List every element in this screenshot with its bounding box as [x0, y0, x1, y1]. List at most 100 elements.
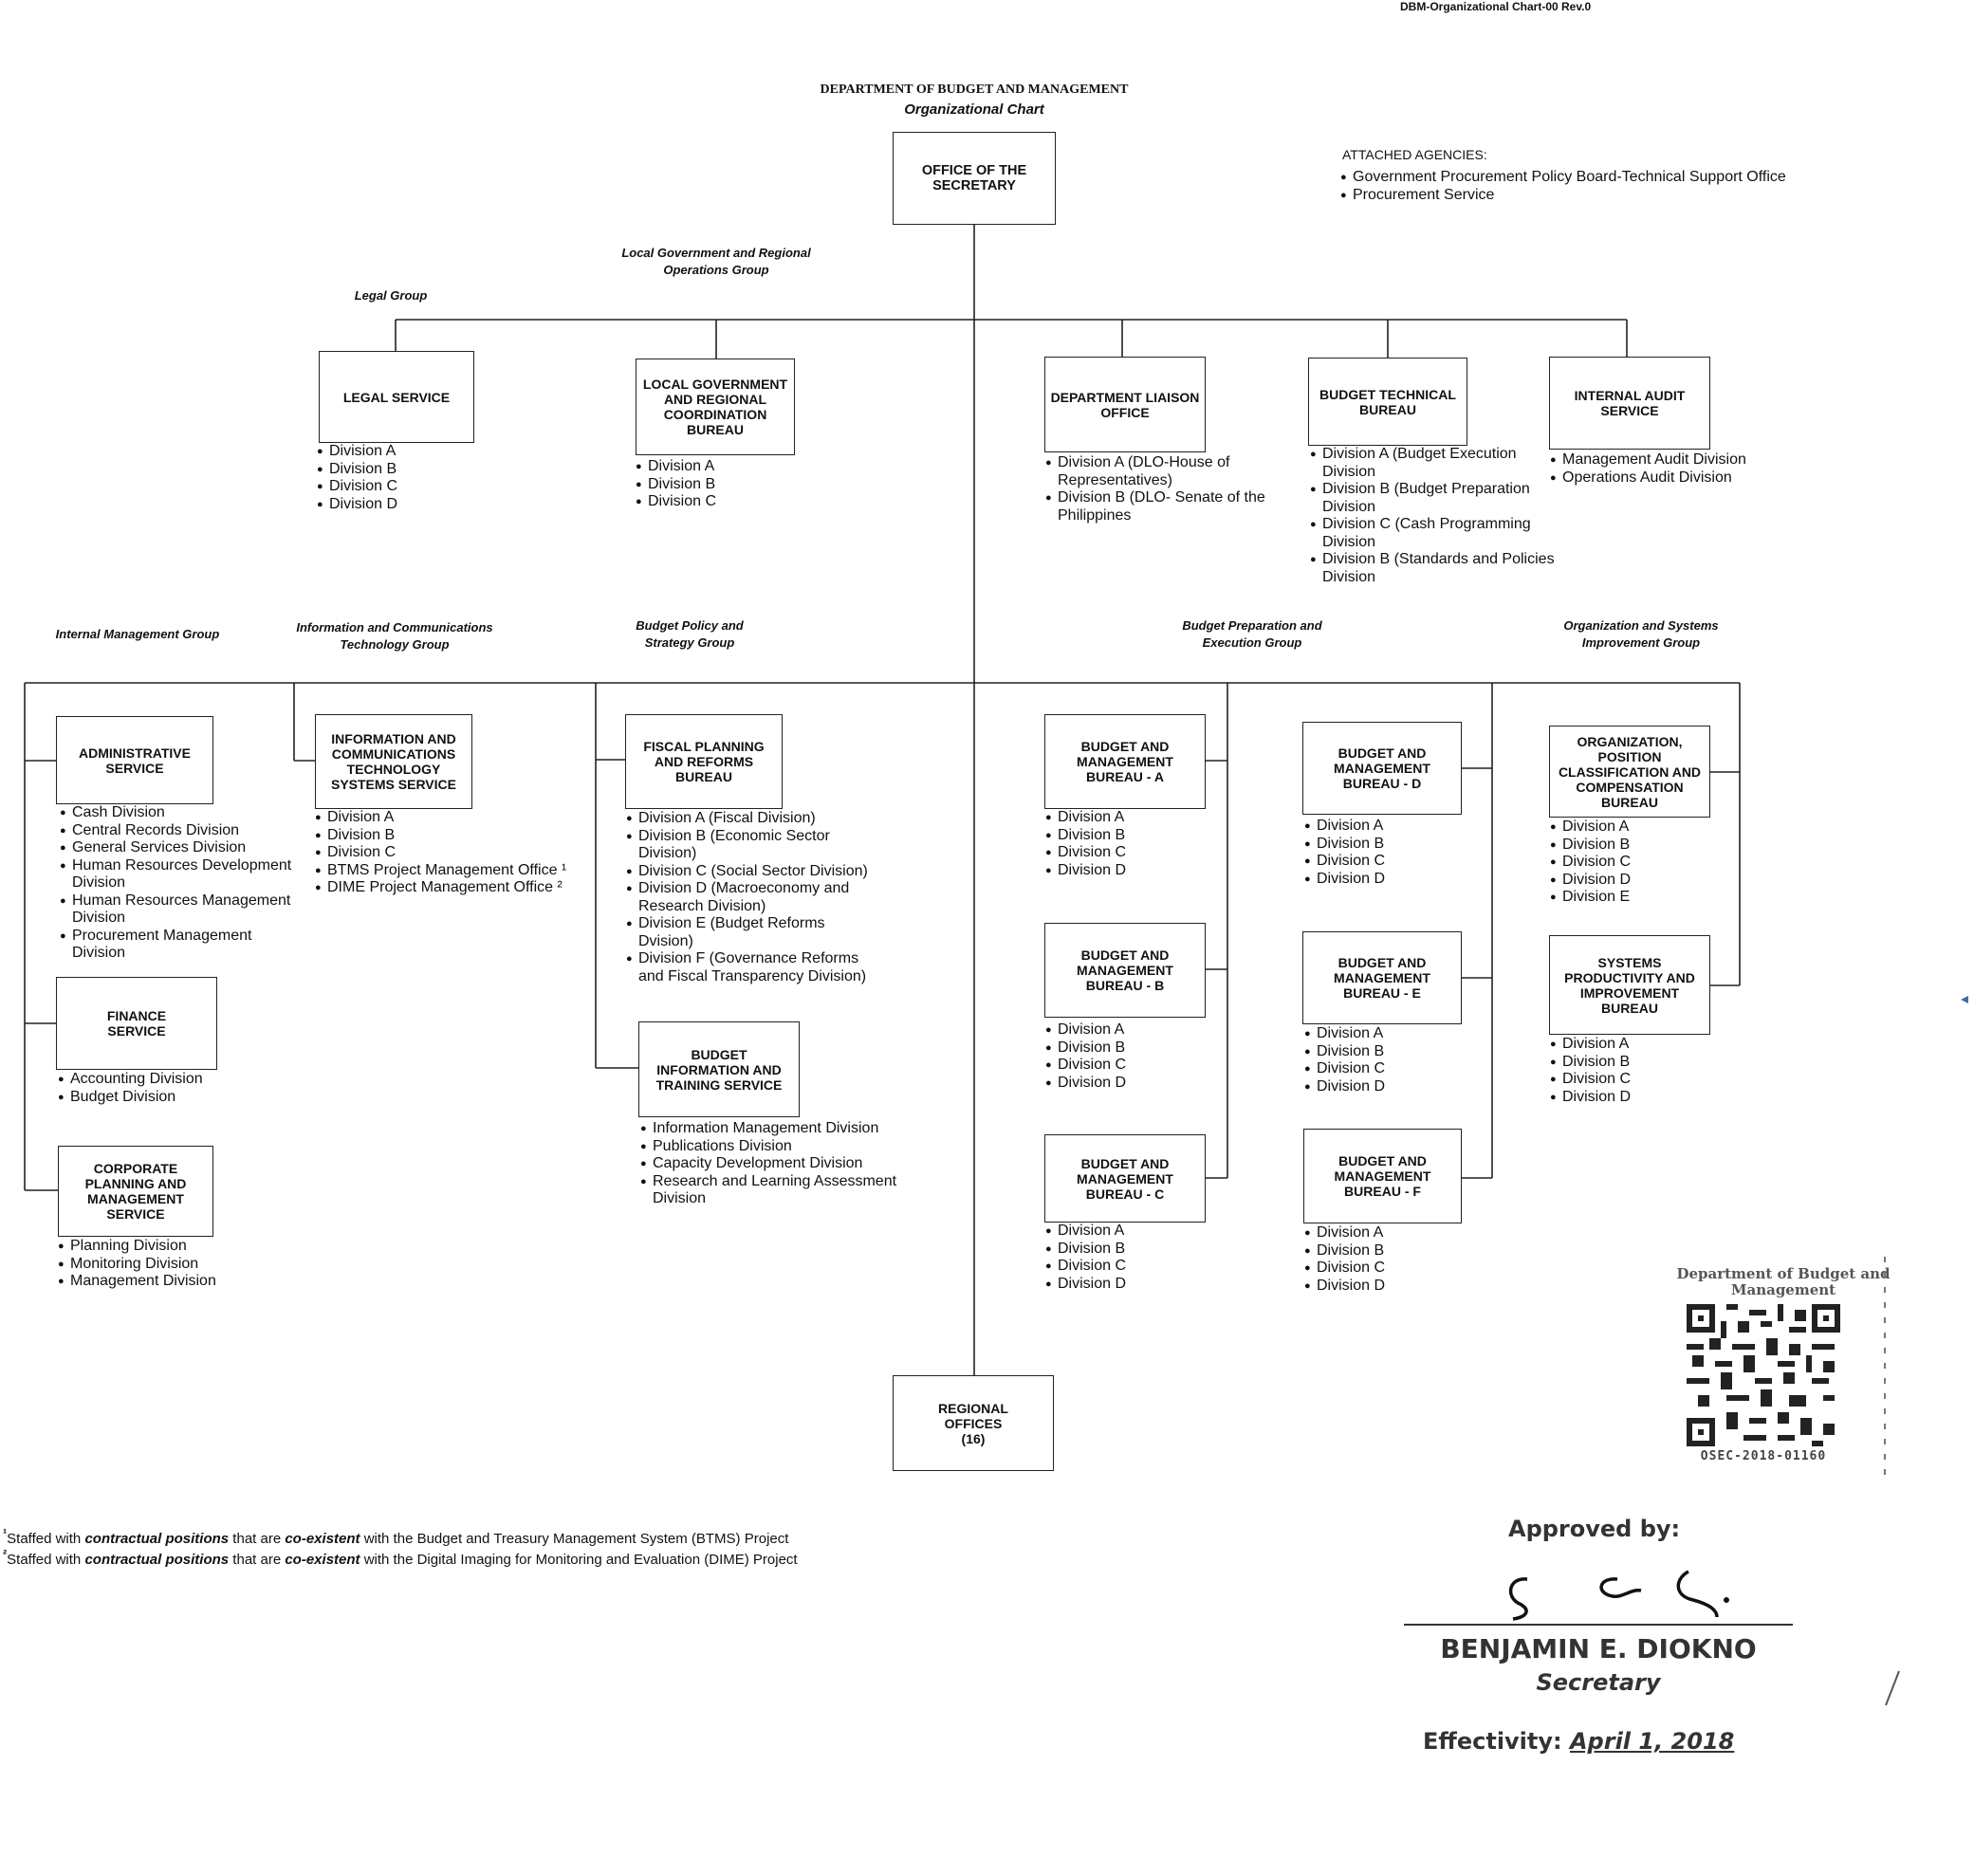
unit-label: BUDGET AND MANAGEMENT BUREAU - F — [1334, 1153, 1431, 1199]
list-item: Division D — [1304, 1078, 1385, 1096]
list-item: Division C — [1550, 854, 1631, 872]
unit-label: DEPARTMENT LIAISON OFFICE — [1050, 389, 1200, 420]
cpms-divisions: Planning Division Monitoring Division Ma… — [58, 1238, 216, 1291]
list-item: Division B (DLO- Senate of the Philippin… — [1045, 489, 1273, 524]
list-item: Division E (Budget Reforms Dvision) — [626, 915, 882, 950]
list-item: Division C — [1304, 853, 1385, 871]
list-item: Division B (Economic Sector Division) — [626, 828, 882, 863]
list-item: Procurement Service — [1340, 187, 1786, 205]
list-item: Division B — [1045, 1241, 1126, 1259]
bmb-c-divisions: Division A Division B Division C Divisio… — [1045, 1223, 1126, 1293]
list-item: Capacity Development Division — [640, 1155, 915, 1173]
footnote-text: Staffed with — [7, 1552, 85, 1568]
list-item: Division A — [636, 458, 716, 476]
list-item: Human Resources Management Division — [60, 892, 297, 928]
footnote-2: ²Staffed with contractual positions that… — [3, 1545, 798, 1570]
list-item: Division C — [1550, 1071, 1631, 1089]
signature-image — [1508, 1570, 1729, 1621]
list-item: Publications Division — [640, 1138, 915, 1156]
ias-divisions: Management Audit Division Operations Aud… — [1550, 451, 1746, 487]
fiscal-planning-bureau-box: FISCAL PLANNING AND REFORMS BUREAU — [625, 714, 783, 809]
unit-label: REGIONAL OFFICES — [938, 1400, 1008, 1431]
office-of-the-secretary-label: OFFICE OF THE SECRETARY — [921, 163, 1027, 193]
footnote-emphasis: co-existent — [285, 1531, 360, 1547]
list-item: Division D — [1304, 1278, 1385, 1296]
list-item: Planning Division — [58, 1238, 216, 1256]
list-item: Division A — [1045, 809, 1126, 827]
list-item: Division B — [1304, 1043, 1385, 1061]
finance-service-box: FINANCE SERVICE — [56, 977, 217, 1070]
bmb-b-divisions: Division A Division B Division C Divisio… — [1045, 1021, 1126, 1092]
bmb-f-box: BUDGET AND MANAGEMENT BUREAU - F — [1303, 1129, 1462, 1223]
list-item: Division D — [1045, 1276, 1126, 1294]
list-item: Division C — [1045, 844, 1126, 862]
lgrcb-divisions: Division A Division B Division C — [636, 458, 716, 511]
bmb-f-divisions: Division A Division B Division C Divisio… — [1304, 1224, 1385, 1295]
department-liaison-office-box: DEPARTMENT LIAISON OFFICE — [1044, 357, 1206, 452]
unit-label: ADMINISTRATIVE SERVICE — [79, 745, 191, 776]
arrow-left-icon — [1961, 996, 1968, 1003]
approved-by-label: Approved by: — [1508, 1516, 1681, 1542]
list-item: Division C — [1045, 1258, 1126, 1276]
footnote-mark: ² — [3, 1548, 8, 1561]
icts-divisions: Division A Division B Division C BTMS Pr… — [315, 809, 581, 897]
list-item: Procurement Management Division — [60, 928, 297, 963]
list-item: Division D — [1304, 871, 1385, 889]
list-item: Division D — [1550, 872, 1631, 890]
list-item: Division A — [1045, 1223, 1126, 1241]
footnote-text: that are — [229, 1531, 286, 1547]
fprb-divisions: Division A (Fiscal Division) Division B … — [626, 810, 882, 985]
unit-label: BUDGET AND MANAGEMENT BUREAU - A — [1077, 739, 1173, 784]
list-item: Accounting Division — [58, 1071, 203, 1089]
unit-label: BUDGET INFORMATION AND TRAINING SERVICE — [655, 1046, 783, 1093]
footnote-text: with the Budget and Treasury Management … — [360, 1531, 789, 1547]
list-item: Management Audit Division — [1550, 451, 1746, 469]
effectivity-line: Effectivity: April 1, 2018 — [1423, 1728, 1734, 1755]
footnote-emphasis: contractual positions — [84, 1531, 230, 1547]
list-item: Division C — [317, 478, 397, 496]
footnote-text: Staffed with — [7, 1531, 85, 1547]
legal-group-label: Legal Group — [354, 288, 428, 303]
footnote-mark: ¹ — [3, 1527, 8, 1540]
regional-offices-box: REGIONAL OFFICES (16) — [893, 1375, 1054, 1471]
office-of-the-secretary-box: OFFICE OF THE SECRETARY — [893, 132, 1056, 225]
footnote-emphasis: contractual positions — [84, 1552, 230, 1568]
list-item: Division A — [317, 443, 397, 461]
internal-management-group-label: Internal Management Group — [55, 627, 220, 641]
list-item: Division C — [315, 844, 581, 862]
icts-service-box: INFORMATION AND COMMUNICATIONS TECHNOLOG… — [315, 714, 472, 809]
footnote-1: ¹Staffed with contractual positions that… — [3, 1524, 788, 1549]
list-item: Division D — [317, 496, 397, 514]
signatory-position: Secretary — [1536, 1669, 1661, 1696]
list-item: Division A (Budget Execution Division — [1310, 446, 1557, 481]
page-subtitle: Organizational Chart — [904, 101, 1044, 118]
list-item: Management Division — [58, 1273, 216, 1291]
list-item: Monitoring Division — [58, 1256, 216, 1274]
list-item: Cash Division — [60, 804, 297, 822]
signatory-name: BENJAMIN E. DIOKNO — [1440, 1633, 1757, 1664]
list-item: Division B — [1045, 1039, 1126, 1058]
bmb-a-box: BUDGET AND MANAGEMENT BUREAU - A — [1044, 714, 1206, 809]
bmb-d-box: BUDGET AND MANAGEMENT BUREAU - D — [1302, 722, 1462, 815]
list-item: Division B — [1045, 827, 1126, 845]
list-item: Division B — [317, 461, 397, 479]
btb-divisions: Division A (Budget Execution Division Di… — [1310, 446, 1557, 586]
unit-label: FINANCE SERVICE — [106, 1008, 167, 1039]
list-item: Human Resources Development Division — [60, 857, 297, 892]
list-item: Division F (Governance Reforms and Fisca… — [626, 950, 882, 985]
list-item: Division A (Fiscal Division) — [626, 810, 882, 828]
budget-prep-exec-group-label: Budget Preparation and Execution Group — [1182, 618, 1322, 650]
effectivity-date: April 1, 2018 — [1569, 1728, 1735, 1755]
effectivity-label: Effectivity: — [1423, 1728, 1562, 1755]
attached-agencies-list: Government Procurement Policy Board-Tech… — [1340, 169, 1786, 204]
spib-box: SYSTEMS PRODUCTIVITY AND IMPROVEMENT BUR… — [1549, 935, 1710, 1035]
list-item: Division A — [1550, 1036, 1631, 1054]
list-item: Division C — [636, 493, 716, 511]
list-item: DIME Project Management Office ² — [315, 879, 581, 897]
stamp-code: OSEC-2018-01160 — [1700, 1449, 1827, 1463]
admin-divisions: Cash Division Central Records Division G… — [60, 804, 297, 963]
stamp-border-mark — [1884, 1257, 1886, 1475]
org-systems-group-label: Organization and Systems Improvement Gro… — [1563, 618, 1719, 650]
list-item: Research and Learning Assessment Divisio… — [640, 1173, 915, 1208]
